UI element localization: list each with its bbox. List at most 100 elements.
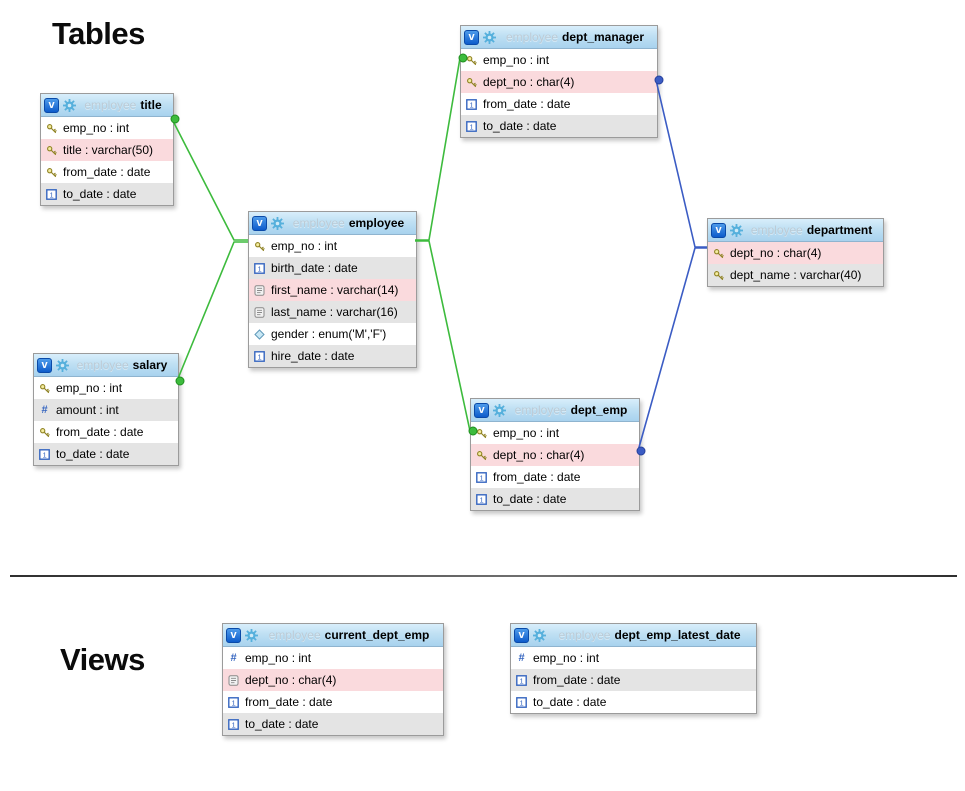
- column-row[interactable]: from_date : date: [34, 421, 178, 443]
- column-definition: from_date : date: [63, 165, 151, 179]
- schema-name: employee: [84, 98, 137, 112]
- column-definition: dept_no : char(4): [493, 448, 585, 462]
- view-toggle-icon[interactable]: v: [226, 627, 241, 643]
- column-definition: emp_no : int: [533, 651, 600, 665]
- column-definition: from_date : date: [493, 470, 581, 484]
- svg-text:1: 1: [50, 190, 54, 199]
- view-toggle-icon[interactable]: v: [514, 627, 529, 643]
- key-icon: [712, 248, 725, 259]
- column-row[interactable]: from_date : date: [41, 161, 173, 183]
- gear-icon[interactable]: [245, 628, 258, 642]
- column-definition: from_date : date: [533, 673, 621, 687]
- schema-name: employee: [558, 628, 611, 642]
- column-row[interactable]: 1 from_date : date: [471, 466, 639, 488]
- table-name: current_dept_emp: [324, 628, 430, 642]
- column-row[interactable]: #emp_no : int: [511, 647, 756, 669]
- column-row[interactable]: emp_no : int: [471, 422, 639, 444]
- gear-icon[interactable]: [730, 223, 743, 237]
- gear-icon[interactable]: [63, 98, 76, 112]
- column-definition: to_date : date: [483, 119, 557, 133]
- gear-icon[interactable]: [56, 358, 69, 372]
- column-row[interactable]: #emp_no : int: [223, 647, 443, 669]
- table-name: dept_emp: [570, 403, 628, 417]
- column-definition: emp_no : int: [493, 426, 560, 440]
- column-row[interactable]: #amount : int: [34, 399, 178, 421]
- view-toggle-icon[interactable]: v: [711, 222, 726, 238]
- schema-name: employee: [750, 223, 803, 237]
- svg-text:1: 1: [480, 473, 484, 482]
- column-row[interactable]: dept_no : char(4): [223, 669, 443, 691]
- column-definition: emp_no : int: [63, 121, 130, 135]
- key-icon: [38, 427, 51, 438]
- column-row[interactable]: emp_no : int: [34, 377, 178, 399]
- view-toggle-icon[interactable]: v: [44, 97, 59, 113]
- relationship-line-blue: [655, 79, 707, 248]
- view-toggle-icon[interactable]: v: [252, 215, 267, 231]
- enum-icon: [253, 328, 266, 340]
- gear-icon[interactable]: [533, 628, 546, 642]
- column-definition: amount : int: [56, 403, 119, 417]
- table-name: title: [140, 98, 162, 112]
- svg-text:1: 1: [258, 352, 262, 361]
- column-row[interactable]: first_name : varchar(14): [249, 279, 416, 301]
- column-row[interactable]: title : varchar(50): [41, 139, 173, 161]
- column-definition: to_date : date: [63, 187, 137, 201]
- column-row[interactable]: 1 to_date : date: [41, 183, 173, 205]
- view-toggle-icon[interactable]: v: [464, 29, 479, 45]
- relationship-line-green: [176, 241, 248, 382]
- gear-icon[interactable]: [271, 216, 284, 230]
- schema-name: employee: [268, 628, 321, 642]
- column-row[interactable]: dept_no : char(4): [708, 242, 883, 264]
- view-toggle-icon[interactable]: v: [474, 402, 489, 418]
- column-row[interactable]: gender : enum('M','F'): [249, 323, 416, 345]
- column-row[interactable]: last_name : varchar(16): [249, 301, 416, 323]
- gear-icon[interactable]: [483, 30, 496, 44]
- column-row[interactable]: dept_no : char(4): [461, 71, 657, 93]
- schema-name: employee: [514, 403, 567, 417]
- column-row[interactable]: emp_no : int: [41, 117, 173, 139]
- date-icon: 1: [45, 188, 58, 200]
- column-row[interactable]: 1 to_date : date: [461, 115, 657, 137]
- column-row[interactable]: dept_no : char(4): [471, 444, 639, 466]
- table-name: employee: [348, 216, 405, 230]
- column-row[interactable]: emp_no : int: [249, 235, 416, 257]
- column-definition: from_date : date: [245, 695, 333, 709]
- view-toggle-icon[interactable]: v: [37, 357, 52, 373]
- column-definition: emp_no : int: [56, 381, 123, 395]
- date-icon: 1: [465, 120, 478, 132]
- column-definition: gender : enum('M','F'): [271, 327, 387, 341]
- numeric-icon: #: [230, 651, 237, 664]
- gear-icon[interactable]: [493, 403, 506, 417]
- column-row[interactable]: dept_name : varchar(40): [708, 264, 883, 286]
- column-row[interactable]: emp_no : int: [461, 49, 657, 71]
